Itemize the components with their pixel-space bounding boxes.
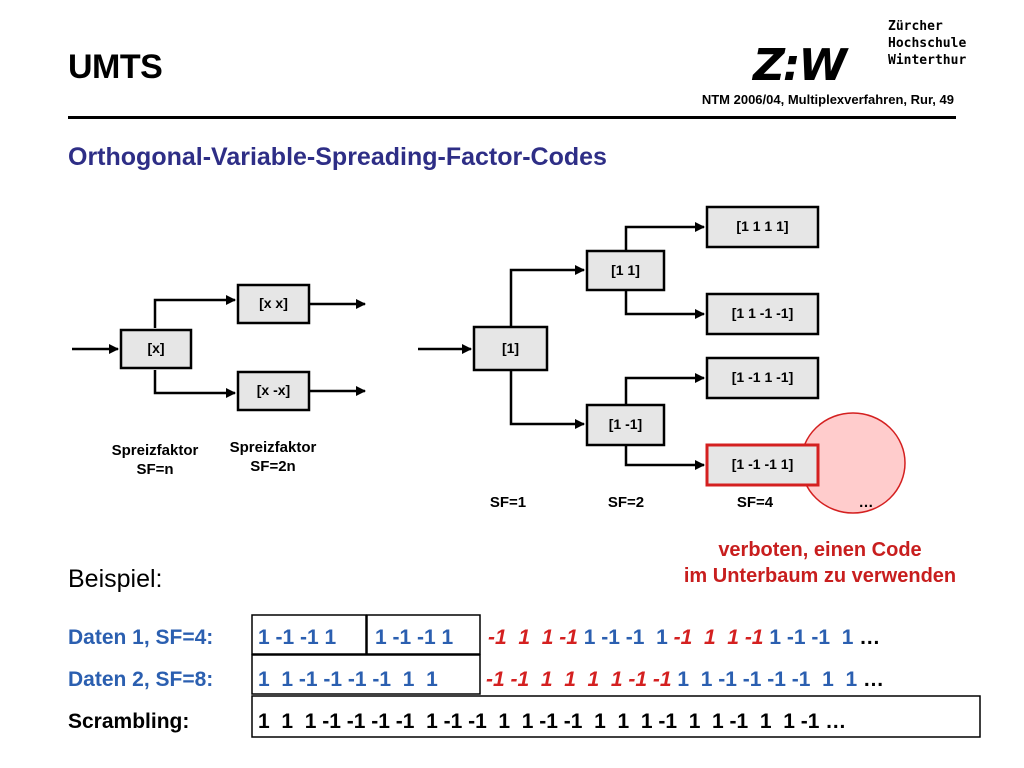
logo-line-2: Hochschule	[888, 36, 967, 51]
row-label-scrambling: Scrambling:	[68, 710, 190, 733]
data-row-1: Daten 1, SF=4:	[68, 626, 258, 650]
sf-n-line-1: Spreizfaktor	[111, 442, 199, 459]
scrambling-sequence: 1 1 1 -1 -1 -1 -1 1 -1 -1 1 1 -1 -1 1 1 …	[258, 710, 847, 733]
label-x-minus-x: [x -x]	[256, 382, 291, 398]
label-sf2-code-b: [1 -1]	[608, 416, 643, 432]
spreading-factor-n: Spreizfaktor SF=n	[100, 441, 210, 479]
code-box-x	[119, 328, 193, 370]
header-divider	[68, 116, 956, 119]
sf-label-2: SF=2	[607, 494, 645, 511]
label-sf4-code-b: [1 1 -1 -1]	[731, 305, 794, 321]
sf-2n-line-1: Spreizfaktor	[229, 439, 317, 456]
code-box-xx	[236, 283, 311, 325]
logo-line-3: Winterthur	[888, 53, 967, 68]
code-box-sf4-d-forbidden	[705, 443, 820, 487]
label-x: [x]	[147, 340, 165, 356]
forbidden-note: verboten, einen Code im Unterbaum zu ver…	[640, 537, 1000, 589]
label-xx: [x x]	[259, 295, 288, 311]
sequence-boxes	[251, 614, 981, 738]
data1-code-box-2: 1 -1 -1 1	[375, 626, 454, 649]
label-sf2-code-a: [1 1]	[611, 262, 640, 278]
zhw-logo: Z:W	[753, 40, 847, 91]
row-label-data2: Daten 2, SF=8:	[68, 668, 214, 691]
data1-box-2-outline	[366, 614, 481, 655]
label-sf4-code-c: [1 -1 1 -1]	[731, 369, 794, 385]
sf-label-4: SF=4	[736, 494, 774, 511]
code-box-sf4-b	[705, 292, 820, 336]
sf-label-more: …	[858, 494, 874, 511]
label-sf4-code-d: [1 -1 -1 1]	[731, 456, 794, 472]
spreading-factor-2n: Spreizfaktor SF=2n	[218, 438, 328, 476]
slide-subtitle: Orthogonal-Variable-Spreading-Factor-Cod…	[68, 143, 607, 171]
sf-2n-line-2: SF=2n	[250, 458, 296, 475]
data-row-3: Scrambling:	[68, 710, 258, 734]
logo-line-1: Zürcher	[888, 19, 943, 34]
data2-rest: -1 -1 1 1 1 1 -1 -1 1 1 -1 -1 -1 -1 1 1 …	[486, 668, 884, 692]
institution-name: Zürcher Hochschule Winterthur	[888, 18, 966, 69]
code-box-sf2-a	[585, 249, 666, 292]
example-heading: Beispiel:	[68, 565, 163, 593]
note-line-2: im Unterbaum zu verwenden	[683, 565, 957, 587]
sf-n-line-2: SF=n	[136, 461, 174, 478]
label-sf1-code: [1]	[501, 340, 520, 356]
data1-rest: -1 1 1 -1 1 -1 -1 1 -1 1 1 -1 1 -1 -1 1 …	[488, 626, 880, 650]
code-box-sf1	[472, 325, 549, 372]
data-row-2: Daten 2, SF=8:	[68, 668, 258, 692]
data1-seg-2: 1 -1 -1 1	[583, 626, 674, 649]
code-box-sf4-c	[705, 356, 820, 400]
code-box-sf2-b	[585, 403, 666, 447]
code-box-sf4-a	[705, 205, 820, 249]
data1-ellipsis: …	[859, 626, 881, 649]
data1-seg-1: -1 1 1 -1	[488, 626, 584, 649]
scrambling-box-outline	[251, 695, 981, 738]
row-label-data1: Daten 1, SF=4:	[68, 626, 214, 649]
page-title: UMTS	[68, 48, 163, 86]
ovsf-code-tree	[472, 205, 820, 487]
code-box-x-minus-x	[236, 370, 311, 412]
data2-seg-1: -1 -1 1 1 1 1 -1 -1	[486, 668, 678, 691]
label-sf4-code-a: [1 1 1 1]	[736, 218, 789, 234]
data1-code-box-1: 1 -1 -1 1	[258, 626, 337, 649]
note-line-1: verboten, einen Code	[718, 539, 922, 561]
slide-reference: NTM 2006/04, Multiplexverfahren, Rur, 49	[701, 92, 954, 107]
general-tree	[119, 283, 311, 412]
data2-ellipsis: …	[863, 668, 885, 691]
data2-box-1-outline	[251, 654, 481, 695]
data2-seg-2: 1 1 -1 -1 -1 -1 1 1	[677, 668, 864, 691]
sf-label-1: SF=1	[489, 494, 527, 511]
data1-seg-4: 1 -1 -1 1	[769, 626, 860, 649]
data1-seg-3: -1 1 1 -1	[673, 626, 770, 649]
data1-box-1-outline	[251, 614, 367, 655]
data2-code-box-1: 1 1 -1 -1 -1 -1 1 1	[258, 668, 438, 691]
ovsf-diagram	[72, 205, 906, 514]
